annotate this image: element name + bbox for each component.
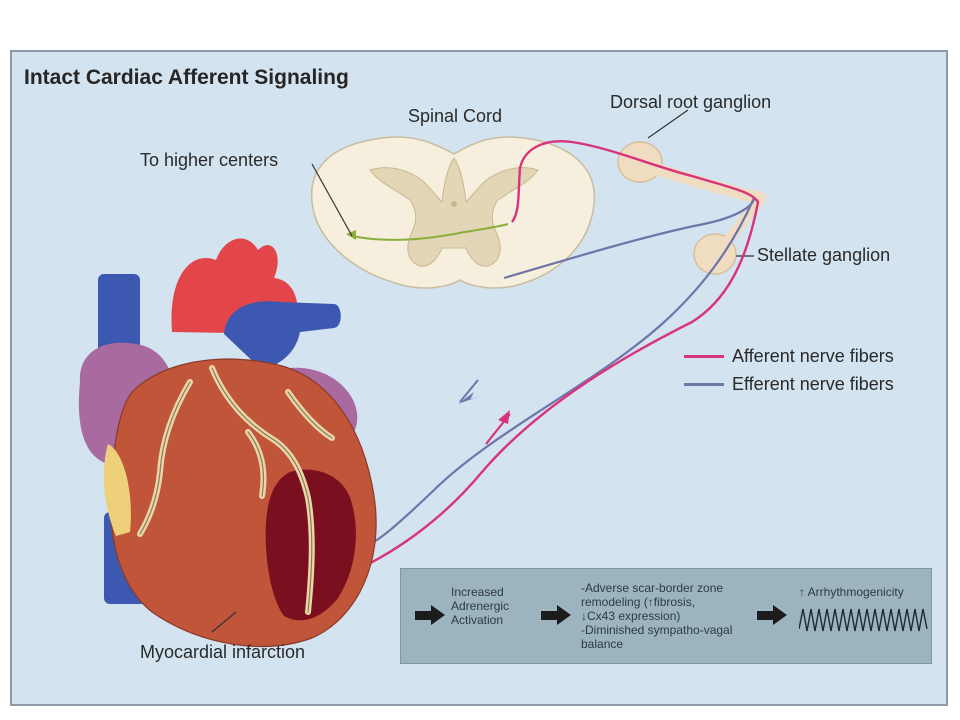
cascade-step-arrhythmogenicity: ↑ Arrhythmogenicity [799,585,904,599]
spinal-cord-label: Spinal Cord [408,106,503,126]
ecg-waveform-icon [799,608,928,632]
cascade-step-remodeling-line: balance [581,637,624,651]
legend-item-efferent: Efferent nerve fibers [684,370,894,398]
legend: Afferent nerve fibers Efferent nerve fib… [684,342,894,398]
afferent-legend-swatch [684,354,724,358]
dorsal-root-ganglion-label: Dorsal root ganglion [610,92,772,112]
efferent-legend-label: Efferent nerve fibers [732,373,894,394]
higher-centers-label: To higher centers [140,150,279,170]
cascade-step-remodeling-line: ↓Cx43 expression) [581,609,681,623]
efferent-direction-arrow [458,392,480,404]
diagram-figure: Intact Cardiac Afferent Signaling Spinal… [10,50,948,706]
cascade-box: Increased Adrenergic Activation -Adverse… [400,568,932,664]
afferent-legend-label: Afferent nerve fibers [732,345,894,366]
afferent-nerve-fiber [341,140,760,578]
diagram-title: Intact Cardiac Afferent Signaling [24,66,349,89]
legend-item-afferent: Afferent nerve fibers [684,342,894,370]
cascade-step-adrenergic: Increased Adrenergic Activation [451,585,510,627]
efferent-legend-swatch [684,382,724,386]
cascade-step-remodeling: -Adverse scar-border zone remodeling (↑f… [581,581,791,651]
cascade-step-remodeling-line: -Diminished sympatho-vagal [581,623,733,637]
myocardial-infarction-label: Myocardial infarction [140,642,306,662]
spinal-cord-icon [310,136,596,289]
heart-icon [78,238,377,647]
diagram-illustration [78,109,766,647]
efferent-nerve-fiber [351,197,756,552]
cascade-step-remodeling-line: remodeling (↑fibrosis, [581,595,696,609]
cascade-step-remodeling-line: -Adverse scar-border zone [581,581,724,595]
afferent-direction-arrow [498,410,510,424]
stellate-ganglion-label: Stellate ganglion [757,245,891,265]
